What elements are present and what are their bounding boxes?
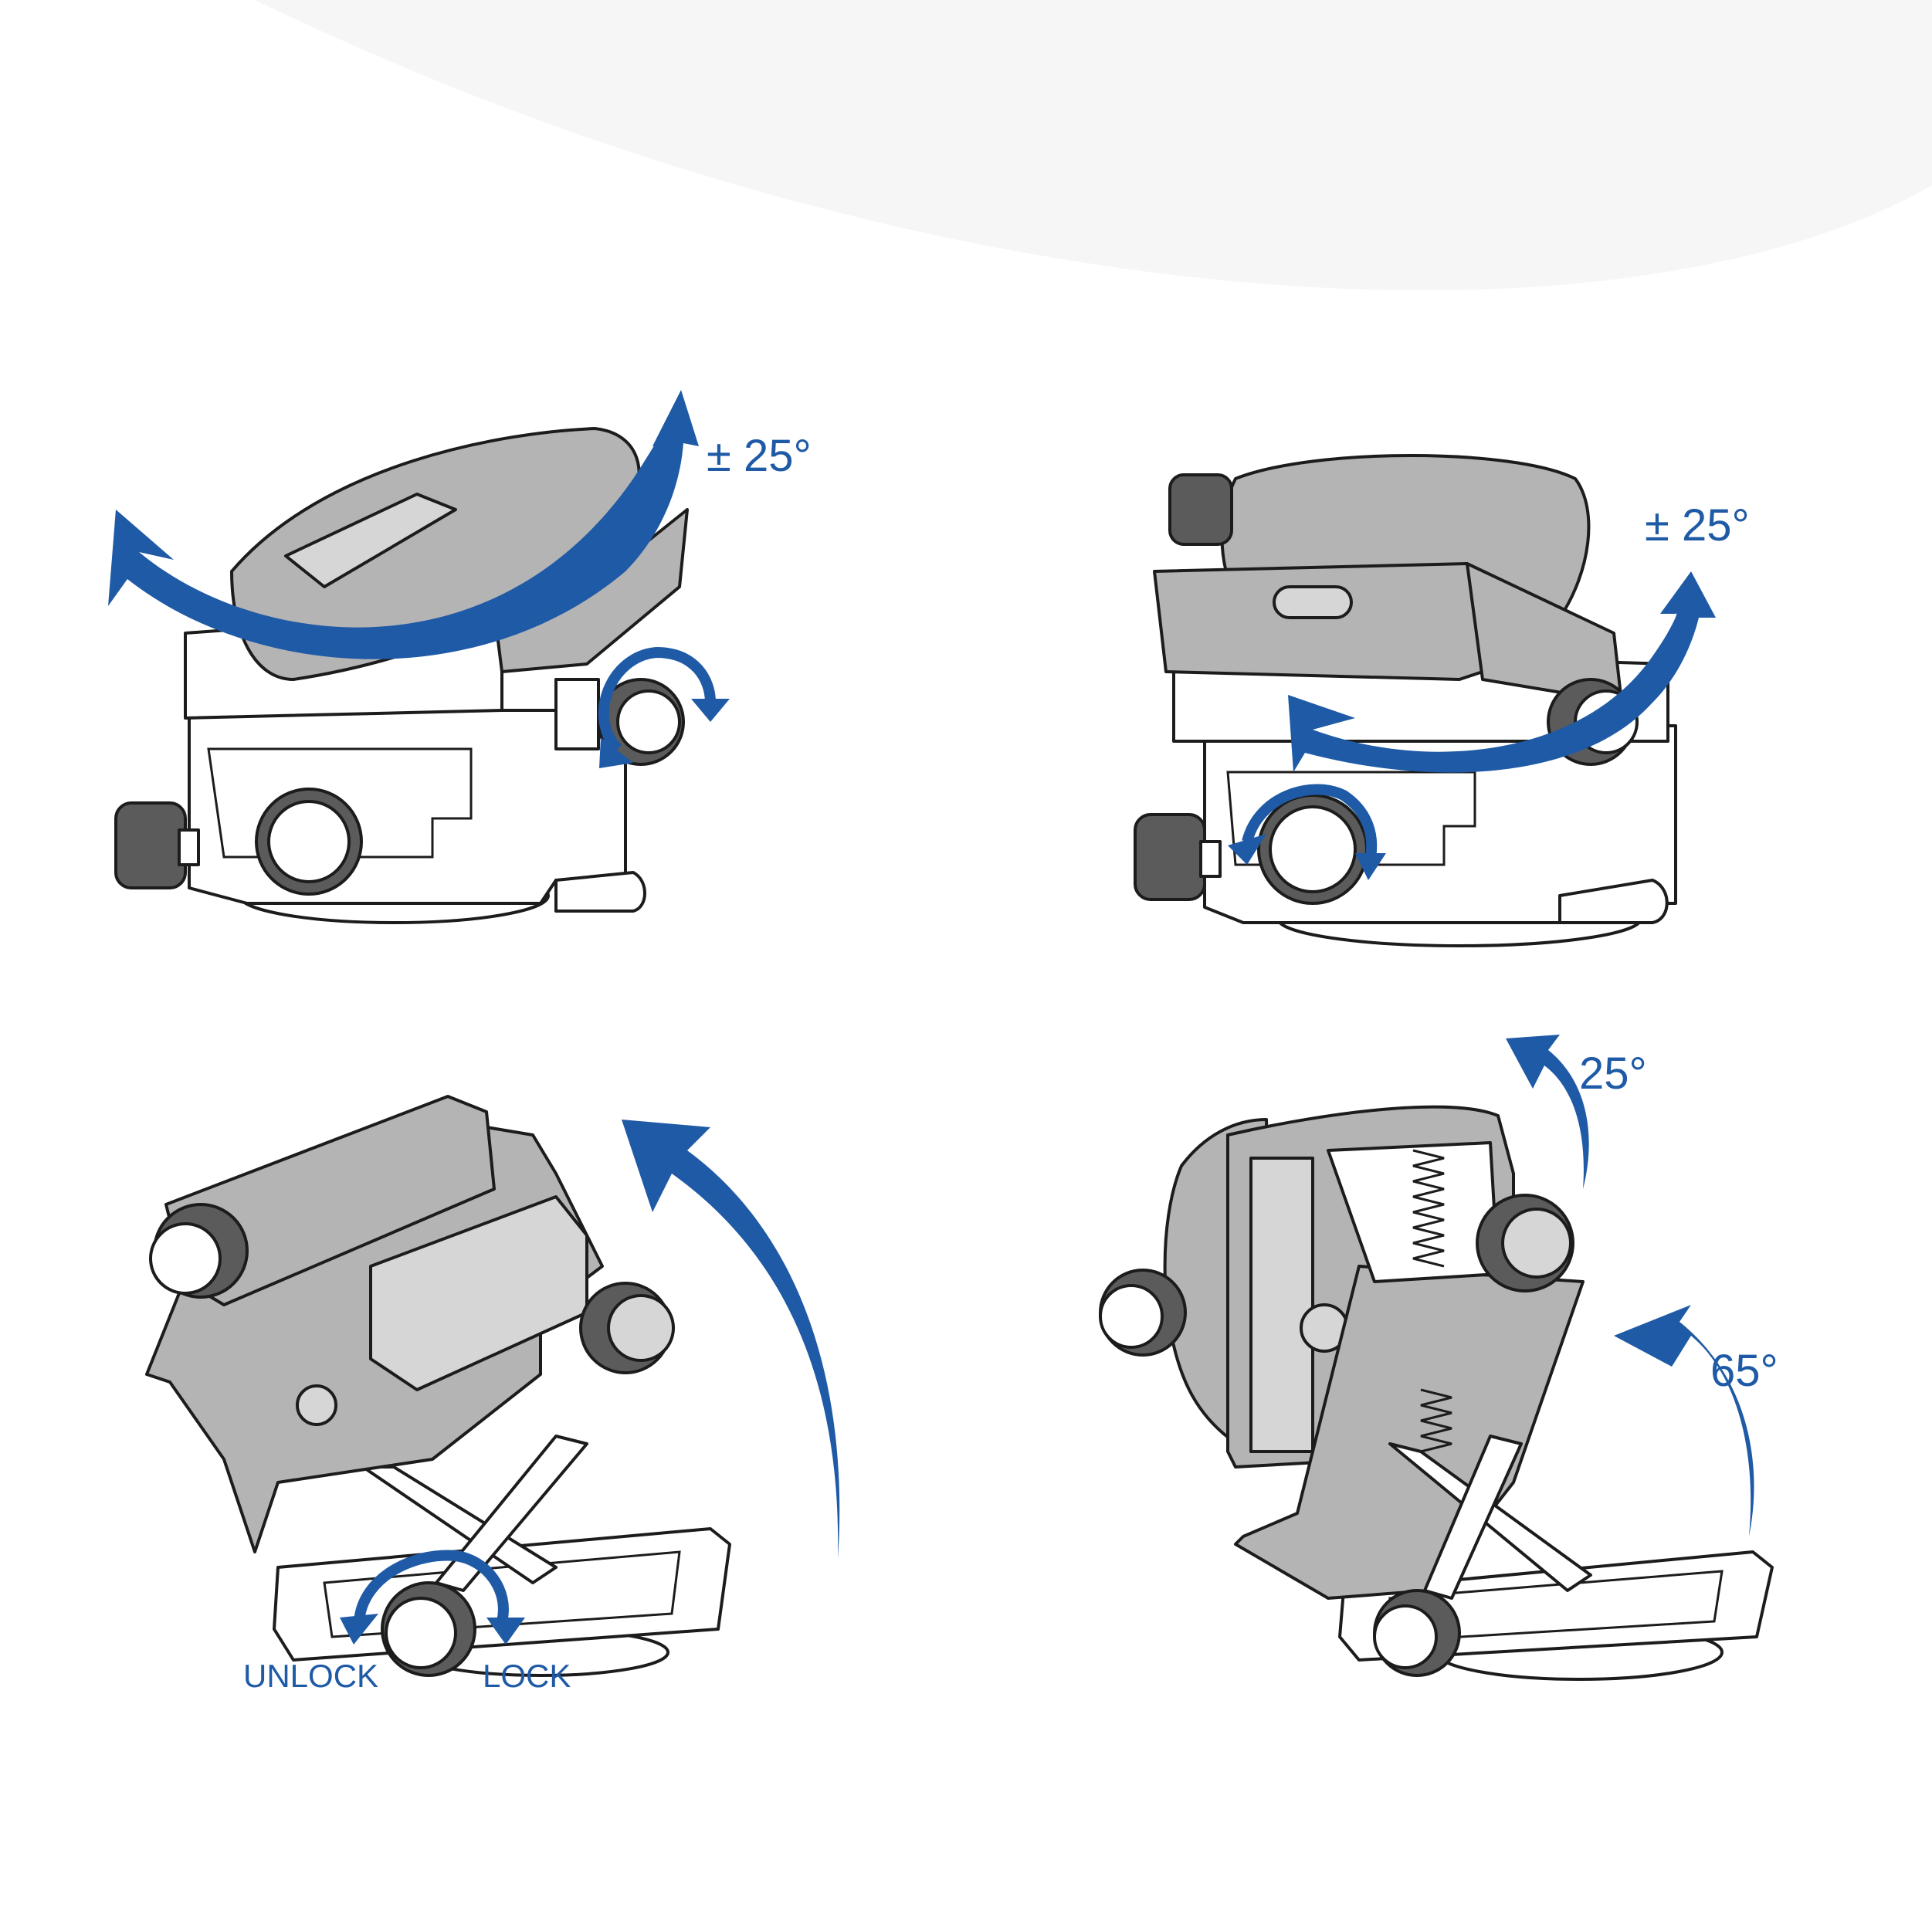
lever[interactable] (554, 871, 646, 913)
tilt-arrow-icon (622, 1120, 840, 1560)
rotation-arrow-icon (1242, 784, 1378, 859)
lock-knob-icon[interactable] (255, 788, 363, 896)
tilt-arrow-icon (1506, 1035, 1589, 1189)
lock-knob-icon[interactable] (114, 801, 200, 889)
tilt-arrow-icon (108, 390, 699, 659)
background-swoosh (255, 0, 1932, 291)
tilt-arrow-icon (1288, 571, 1716, 773)
lock-label: LOCK (483, 1658, 571, 1694)
lock-knob-icon[interactable] (579, 1282, 675, 1374)
panel-top-right: ± 25° (1134, 454, 1750, 947)
side-plate (1234, 1265, 1585, 1600)
panel-bottom-left: UNLOCK LOCK (145, 1095, 840, 1694)
panel-bottom-right: 25° 65° (1099, 1035, 1778, 1681)
lock-knob-icon[interactable] (381, 1581, 476, 1677)
rotation-arrow-icon (354, 1550, 509, 1623)
lock-knob-icon[interactable] (1373, 1589, 1461, 1677)
tilt-arrow-icon (1614, 1305, 1754, 1536)
lock-knob-icon[interactable] (1168, 473, 1233, 546)
lock-knob-icon[interactable] (1099, 1269, 1187, 1357)
lock-knob-icon[interactable] (1134, 813, 1222, 901)
lock-knob-icon[interactable] (1476, 1194, 1574, 1292)
panel-top-left: ± 25° (108, 390, 812, 924)
angle-lower-label: 65° (1710, 1346, 1778, 1396)
lock-knob-icon[interactable] (1257, 794, 1368, 905)
lock-knob-icon[interactable] (149, 1203, 249, 1299)
angle-upper-label: 25° (1579, 1048, 1647, 1099)
clamp-face (1153, 562, 1484, 681)
rotation-arrow-icon (598, 646, 716, 753)
lever[interactable] (1558, 879, 1669, 924)
unlock-label: UNLOCK (243, 1658, 378, 1694)
angle-label: ± 25° (707, 431, 812, 481)
angle-label: ± 25° (1645, 500, 1750, 551)
clamp-jaw (284, 493, 457, 588)
